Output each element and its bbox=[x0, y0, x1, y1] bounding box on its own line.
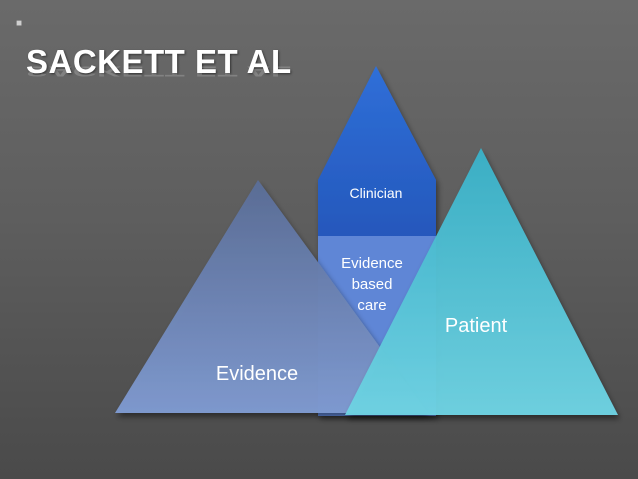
evidence-label: Evidence bbox=[216, 363, 298, 385]
evidence-based-care-line-3: care bbox=[357, 297, 386, 314]
clinician-label: Clinician bbox=[350, 185, 403, 201]
evidence-based-care-line-1: Evidence bbox=[341, 255, 403, 272]
bullet-marker-icon: ■ bbox=[16, 18, 23, 29]
slide-title: SACKETT ET AL bbox=[26, 43, 292, 80]
evidence-based-care-line-2: based bbox=[352, 276, 393, 293]
patient-label: Patient bbox=[445, 315, 508, 337]
evidence-triangle bbox=[115, 180, 428, 413]
patient-triangle bbox=[345, 148, 618, 415]
